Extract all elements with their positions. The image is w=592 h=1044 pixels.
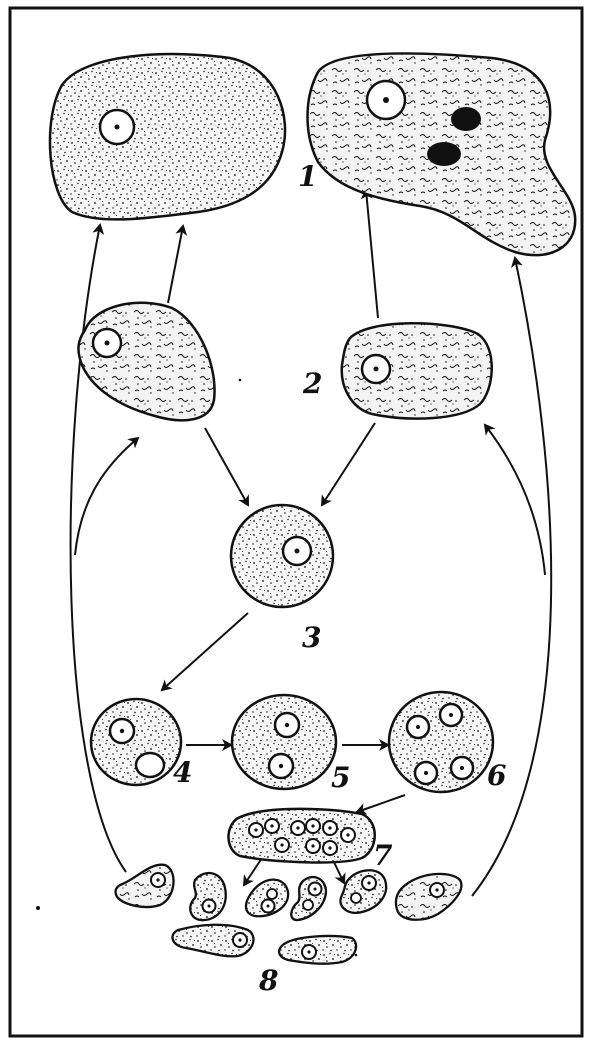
stage-2-cell-left [78,303,214,421]
stage-6-cyst [389,692,493,792]
stage-7-multinucleate-amoeba [228,809,374,863]
arrow-8-to-2-right [485,425,545,575]
stage-label-4: 4 [173,756,192,789]
arrow-2-to-3-left [205,428,248,505]
amoebula [396,874,462,920]
nucleolus [285,723,289,727]
stage-8-amoebulae [116,865,462,964]
speck [36,906,40,910]
stage-labels: 1 2 3 4 5 6 7 8 [173,160,506,997]
amoebula [190,873,226,920]
arrow-6-to-7 [357,795,405,812]
stage-2-cell-right [342,323,492,418]
stage-3-cyst [231,505,333,607]
amoebula [279,936,356,964]
stage-label-6: 6 [487,759,506,792]
food-vacuole [451,107,481,131]
nucleolus [120,729,124,733]
speck [239,379,242,382]
stage-label-2: 2 [302,367,322,400]
nucleolus [374,367,379,372]
stage-label-1: 1 [298,160,317,193]
speck [355,954,358,957]
nucleolus [295,549,300,554]
nucleolus [279,764,283,768]
arrow-2-to-1-right [366,190,378,318]
amoebula [172,925,253,957]
arrow-3-to-4 [162,613,248,690]
arrow-2-to-3-right [322,423,375,505]
stage-label-5: 5 [331,761,350,794]
nucleolus [383,97,389,103]
food-vacuole [427,142,461,166]
stage-4-cyst [91,699,181,785]
arrow-2-to-1-left [168,226,183,303]
amoebula [291,877,326,920]
amoebula [340,870,386,913]
stage-1-cell-right [308,53,576,255]
arrow-8-to-2-left [75,438,138,555]
stage-1-cell-left [50,54,285,219]
stage-5-cyst [232,695,336,789]
vacuole [136,753,164,777]
amoebula [246,880,288,917]
stage-label-8: 8 [258,964,278,997]
nucleolus [115,125,120,130]
nucleolus [105,341,110,346]
arrow-7-to-8a [244,858,262,885]
stage-label-3: 3 [302,621,321,654]
stage-label-7: 7 [373,839,393,872]
